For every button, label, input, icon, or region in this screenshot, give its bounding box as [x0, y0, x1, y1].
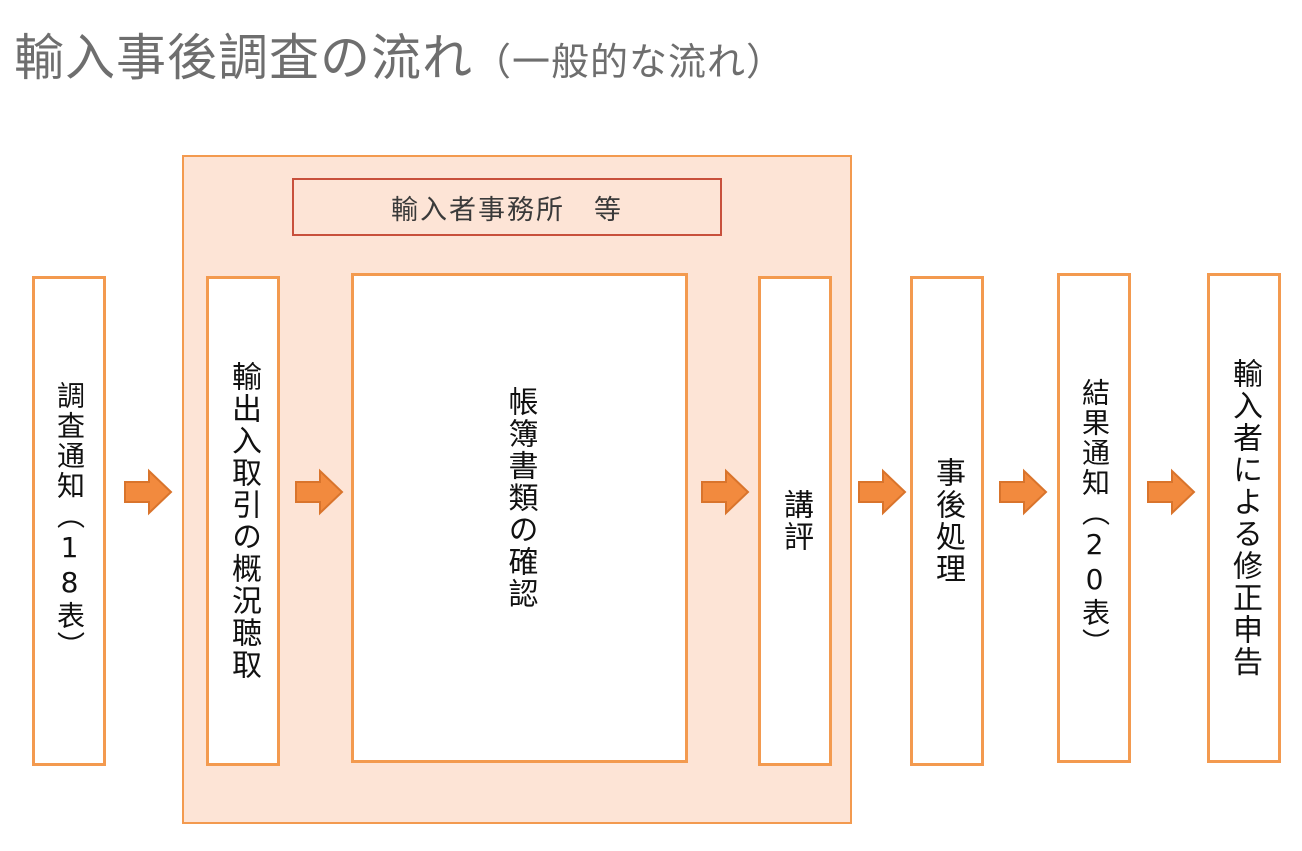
- step-survey-notice-label: 調査通知（18表）: [53, 381, 86, 661]
- step-review-label: 講評: [778, 489, 813, 553]
- step-survey-notice: 調査通知（18表）: [32, 276, 106, 766]
- step-result-notice: 結果通知（20表）: [1057, 273, 1131, 763]
- arrow-right-icon: [998, 468, 1048, 516]
- step-hearing: 輸出入取引の概況聴取: [206, 276, 280, 766]
- arrow-right-icon: [294, 468, 344, 516]
- title-main: 輸入事後調査の流れ: [14, 29, 473, 87]
- step-post-processing-label: 事後処理: [930, 457, 965, 585]
- office-label: 輸入者事務所 等: [292, 178, 722, 236]
- arrow-right-icon: [857, 468, 907, 516]
- title-sub: （一般的な流れ）: [473, 40, 786, 84]
- step-hearing-label: 輸出入取引の概況聴取: [226, 361, 261, 681]
- step-books-check: 帳簿書類の確認: [351, 273, 688, 763]
- page-title: 輸入事後調査の流れ（一般的な流れ）: [14, 18, 785, 90]
- arrow-right-icon: [123, 468, 173, 516]
- step-amended-return-label: 輸入者による修正申告: [1227, 358, 1262, 678]
- step-amended-return: 輸入者による修正申告: [1207, 273, 1281, 763]
- arrow-right-icon: [1146, 468, 1196, 516]
- step-review: 講評: [758, 276, 832, 766]
- step-result-notice-label: 結果通知（20表）: [1078, 378, 1111, 658]
- step-post-processing: 事後処理: [910, 276, 984, 766]
- arrow-right-icon: [700, 468, 750, 516]
- step-books-check-label: 帳簿書類の確認: [502, 386, 538, 610]
